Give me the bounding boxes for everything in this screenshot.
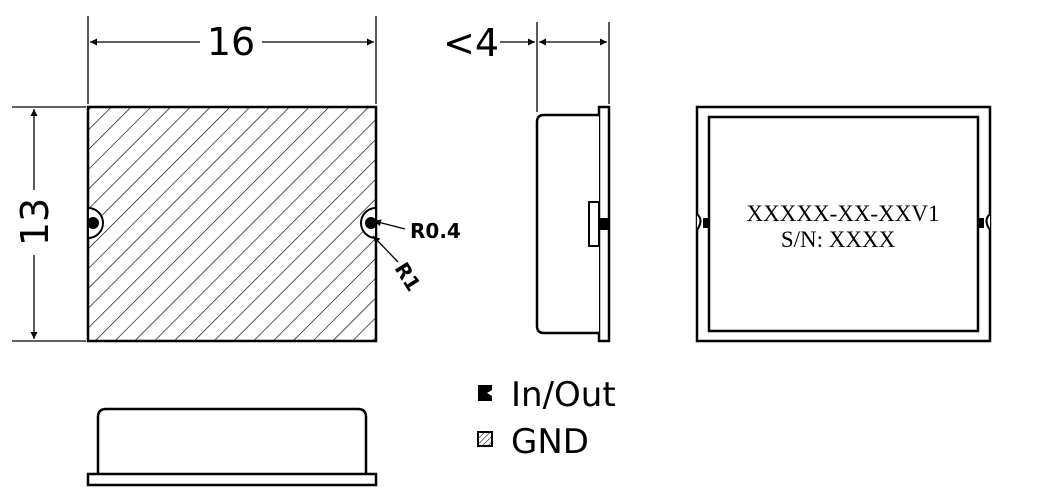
front-view (86, 407, 378, 487)
radius-large-label: R1 (390, 258, 426, 296)
marking-left-notch (696, 213, 702, 231)
solid-square-icon (478, 385, 492, 401)
legend-item-in-out: In/Out (478, 375, 616, 415)
top-view-body (86, 105, 378, 343)
width-dimension: 16 (87, 16, 377, 104)
side-view-body (535, 113, 599, 335)
part-number-text: XXXXX-XX-XXV1 (747, 201, 940, 226)
side-view-pad (588, 201, 600, 247)
marking-right-notch (985, 213, 991, 231)
thickness-label: <4 (443, 21, 499, 65)
radius-callouts: R0.4 R1 (372, 219, 461, 296)
marking-view: XXXXX-XX-XXV1 S/N: XXXX (695, 105, 992, 343)
side-view (535, 105, 611, 343)
top-view (86, 105, 378, 343)
hatched-square-icon (477, 431, 493, 447)
legend-in-out-label: In/Out (511, 375, 616, 415)
marking-left-pad (703, 218, 709, 228)
legend-gnd-label: GND (511, 422, 589, 462)
radius-small-label: R0.4 (410, 219, 461, 243)
height-dimension: 13 (12, 106, 86, 342)
left-pad-notch (87, 206, 104, 240)
front-view-substrate (86, 472, 378, 487)
side-view-pad-solder (599, 218, 609, 230)
legend-item-gnd: GND (477, 422, 589, 462)
front-view-body (96, 407, 368, 474)
marking-right-pad (978, 218, 984, 228)
marking-view-inner (707, 115, 980, 333)
serial-number-text: S/N: XXXX (781, 227, 896, 252)
legend: In/Out GND (477, 375, 616, 462)
width-label: 16 (207, 20, 255, 64)
thickness-dimension: <4 (443, 21, 610, 112)
height-label: 13 (13, 198, 57, 246)
